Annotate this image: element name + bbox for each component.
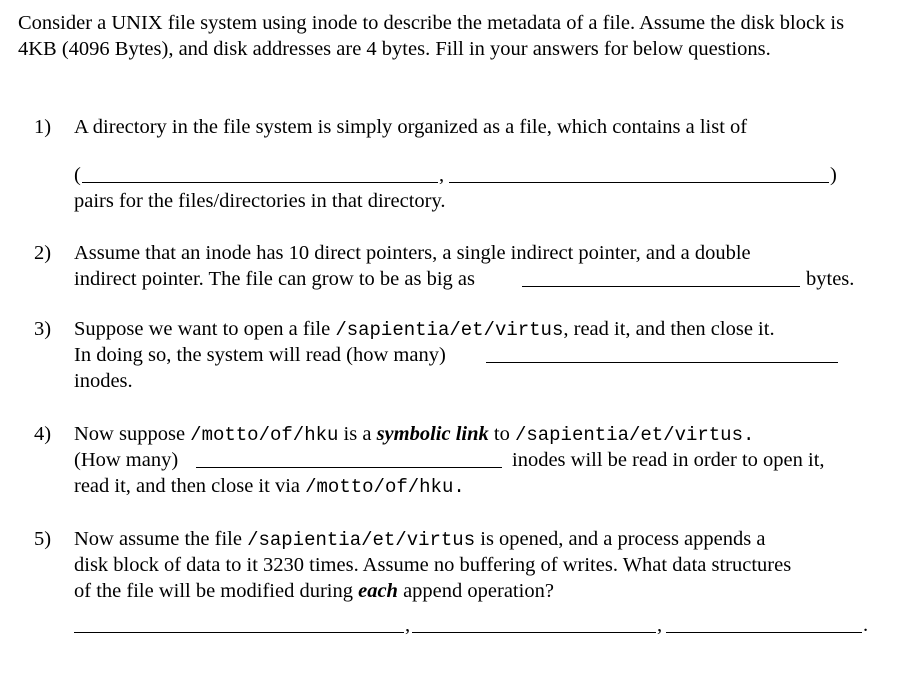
answer-blank-3[interactable]: [666, 614, 862, 633]
question-text-line-1: Now suppose /motto/of/hku is a symbolic …: [74, 421, 884, 447]
answer-blank[interactable]: [196, 449, 502, 468]
question-text-line-1: Assume that an inode has 10 direct point…: [74, 242, 751, 264]
file-path: /sapientia/et/virtus.: [514, 424, 755, 446]
question-text: indirect pointer. The file can grow to b…: [74, 268, 475, 290]
question-text-line-2: indirect pointer. The file can grow to b…: [74, 266, 884, 292]
question-text-line-1: Now assume the file /sapientia/et/virtus…: [74, 526, 884, 552]
answer-blank[interactable]: [486, 344, 838, 363]
question-text-line-2: In doing so, the system will read (how m…: [74, 342, 884, 368]
question-text-line-2: disk block of data to it 3230 times. Ass…: [74, 554, 792, 576]
file-path: /motto/of/hku.: [305, 476, 465, 498]
question-text: to: [493, 423, 510, 445]
question-text-line-1: Suppose we want to open a file /sapienti…: [74, 316, 884, 342]
question-text: of the file will be modified during: [74, 580, 353, 602]
unit-label: bytes.: [806, 268, 855, 290]
answer-blank-1[interactable]: [82, 164, 438, 183]
question-text: A directory in the file system is simply…: [74, 116, 748, 138]
period: .: [863, 614, 869, 636]
question-text-line-2: (How many) inodes will be read in order …: [74, 447, 884, 473]
answer-blank-1[interactable]: [74, 614, 404, 633]
question-number: 2): [34, 242, 52, 264]
question-text: Now suppose: [74, 423, 186, 445]
comma: ,: [657, 614, 663, 636]
question-text-line-3: read it, and then close it via /motto/of…: [74, 473, 884, 499]
answer-blank-2[interactable]: [449, 164, 829, 183]
open-paren: (: [74, 164, 81, 186]
file-path: /sapientia/et/virtus: [247, 529, 476, 551]
question-text-line-3: inodes.: [74, 370, 133, 392]
question-number: 5): [34, 528, 52, 550]
question-page: Consider a UNIX file system using inode …: [18, 10, 908, 62]
answer-line: , , .: [74, 612, 884, 638]
question-text-after: pairs for the files/directories in that …: [74, 190, 446, 212]
question-number: 3): [34, 318, 52, 340]
emphasis-text: symbolic link: [376, 423, 489, 445]
file-path: /motto/of/hku: [190, 424, 339, 446]
file-path: /sapientia/et/virtus: [335, 319, 564, 341]
question-text: is a: [343, 423, 372, 445]
question-text: Suppose we want to open a file: [74, 318, 331, 340]
answer-line: ( , ): [74, 162, 884, 188]
question-text: (How many): [74, 449, 179, 471]
answer-blank-2[interactable]: [412, 614, 656, 633]
question-text: , read it, and then close it.: [563, 318, 775, 340]
question-number: 4): [34, 423, 52, 445]
question-text: is opened, and a process appends a: [480, 528, 766, 550]
intro-paragraph: Consider a UNIX file system using inode …: [18, 12, 845, 60]
question-text: read it, and then close it via: [74, 475, 300, 497]
question-text: inodes will be read in order to open it,: [512, 449, 825, 471]
question-text: In doing so, the system will read (how m…: [74, 344, 446, 366]
comma: ,: [405, 614, 411, 636]
question-text: Now assume the file: [74, 528, 242, 550]
emphasis-text: each: [358, 580, 398, 602]
close-paren: ): [830, 164, 837, 186]
question-number: 1): [34, 116, 52, 138]
question-text: append operation?: [403, 580, 554, 602]
comma: ,: [439, 164, 445, 186]
answer-blank[interactable]: [522, 268, 800, 287]
question-text-line-3: of the file will be modified during each…: [74, 578, 884, 604]
